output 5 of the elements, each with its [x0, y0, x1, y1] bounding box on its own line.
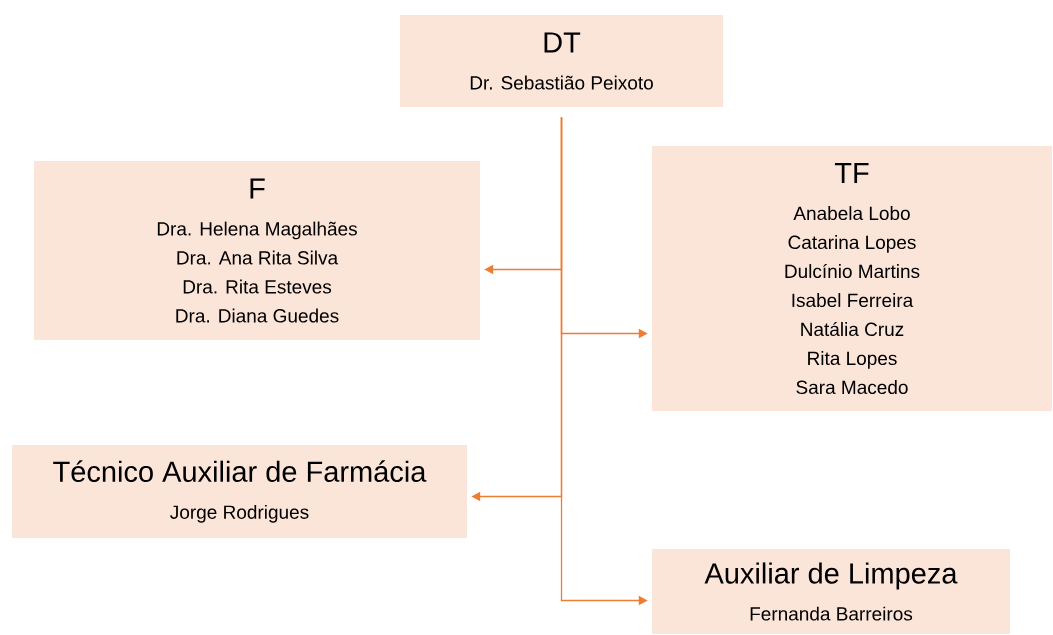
org-box: F Dra. Helena Magalhães Dra. Ana Rita Silva Dra. Rita Esteves Dra. Diana Guedes	[34, 161, 480, 340]
org-box: Auxiliar de Limpeza Fernanda Barreiros	[652, 549, 1010, 634]
org-box: DT Dr. Sebastião Peixoto	[400, 15, 723, 107]
org-box: Técnico Auxiliar de Farmácia Jorge Rodrigues	[12, 445, 467, 538]
org-box: TF Anabela Lobo Catarina Lopes Dulcínio Martins Isabel Ferreira Natália Cruz Rita Lopes Sara Macedo	[652, 146, 1052, 411]
